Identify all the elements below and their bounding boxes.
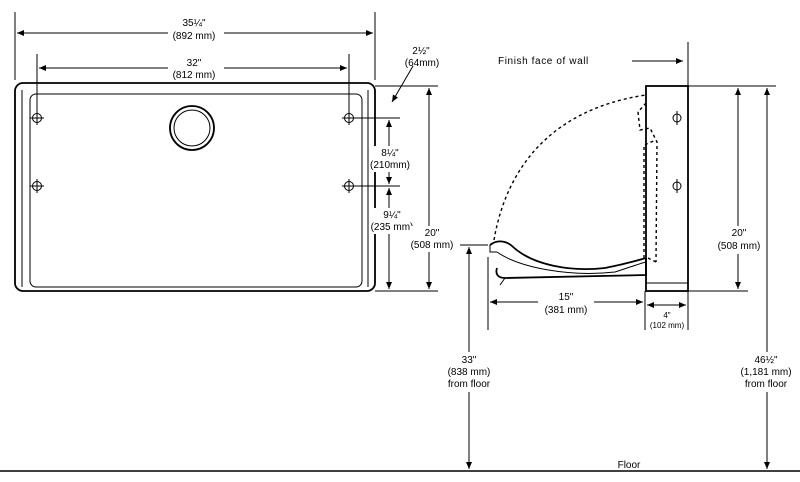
- lower-hole-spacing-imperial: 9¼": [383, 209, 401, 221]
- unit-depth-metric: (102 mm): [650, 321, 685, 330]
- top-height-imperial: 46½": [754, 355, 777, 366]
- upper-hole-spacing-imperial: 8¼": [381, 147, 399, 159]
- top-height-metric: (1,181 mm): [740, 367, 791, 378]
- upper-hole-spacing-metric: (210mm): [370, 160, 410, 171]
- mounting-hole-icon: [30, 111, 356, 193]
- top-offset-imperial: 2½": [412, 46, 430, 57]
- side-view: Finish face of wall 15" (381 mm): [438, 42, 800, 469]
- front-height-metric: (508 mm): [411, 240, 454, 251]
- front-view: 35¼" (892 mm) 32" (812 mm) 2½" (64mm) 8¼…: [14, 12, 458, 292]
- bed-depth-metric: (381 mm): [545, 305, 588, 316]
- side-height-metric: (508 mm): [718, 241, 761, 252]
- open-bed-tray: [489, 240, 647, 270]
- wall-face-label: Finish face of wall: [498, 56, 589, 67]
- side-wall-body: [645, 85, 689, 292]
- front-inner-panel: [29, 93, 363, 288]
- top-offset-metric: (64mm): [405, 58, 439, 69]
- unit-depth-imperial: 4": [663, 311, 670, 320]
- bed-depth-imperial: 15": [559, 292, 574, 303]
- swing-arc-dashed: [493, 94, 647, 241]
- top-height-note: from floor: [745, 379, 788, 390]
- front-outer-frame: [14, 82, 376, 292]
- mounting-hole-icon: [672, 111, 682, 193]
- front-height-imperial: 20": [425, 228, 440, 239]
- bed-height-metric: (838 mm): [448, 367, 491, 378]
- floor-label: Floor: [618, 460, 641, 471]
- hole-spacing-imperial: 32": [187, 58, 202, 69]
- hole-spacing-metric: (812 mm): [173, 70, 216, 81]
- bed-height-note: from floor: [448, 379, 491, 390]
- overall-width-imperial: 35¼": [182, 17, 205, 29]
- side-height-imperial: 20": [732, 228, 747, 239]
- overall-width-metric: (892 mm): [173, 31, 216, 42]
- lower-hole-spacing-metric: (235 mm): [371, 222, 414, 233]
- front-handle: [169, 105, 215, 151]
- folded-bed-dashed: [637, 102, 658, 263]
- bed-height-imperial: 33": [462, 355, 477, 366]
- top-offset-leader: [391, 65, 414, 103]
